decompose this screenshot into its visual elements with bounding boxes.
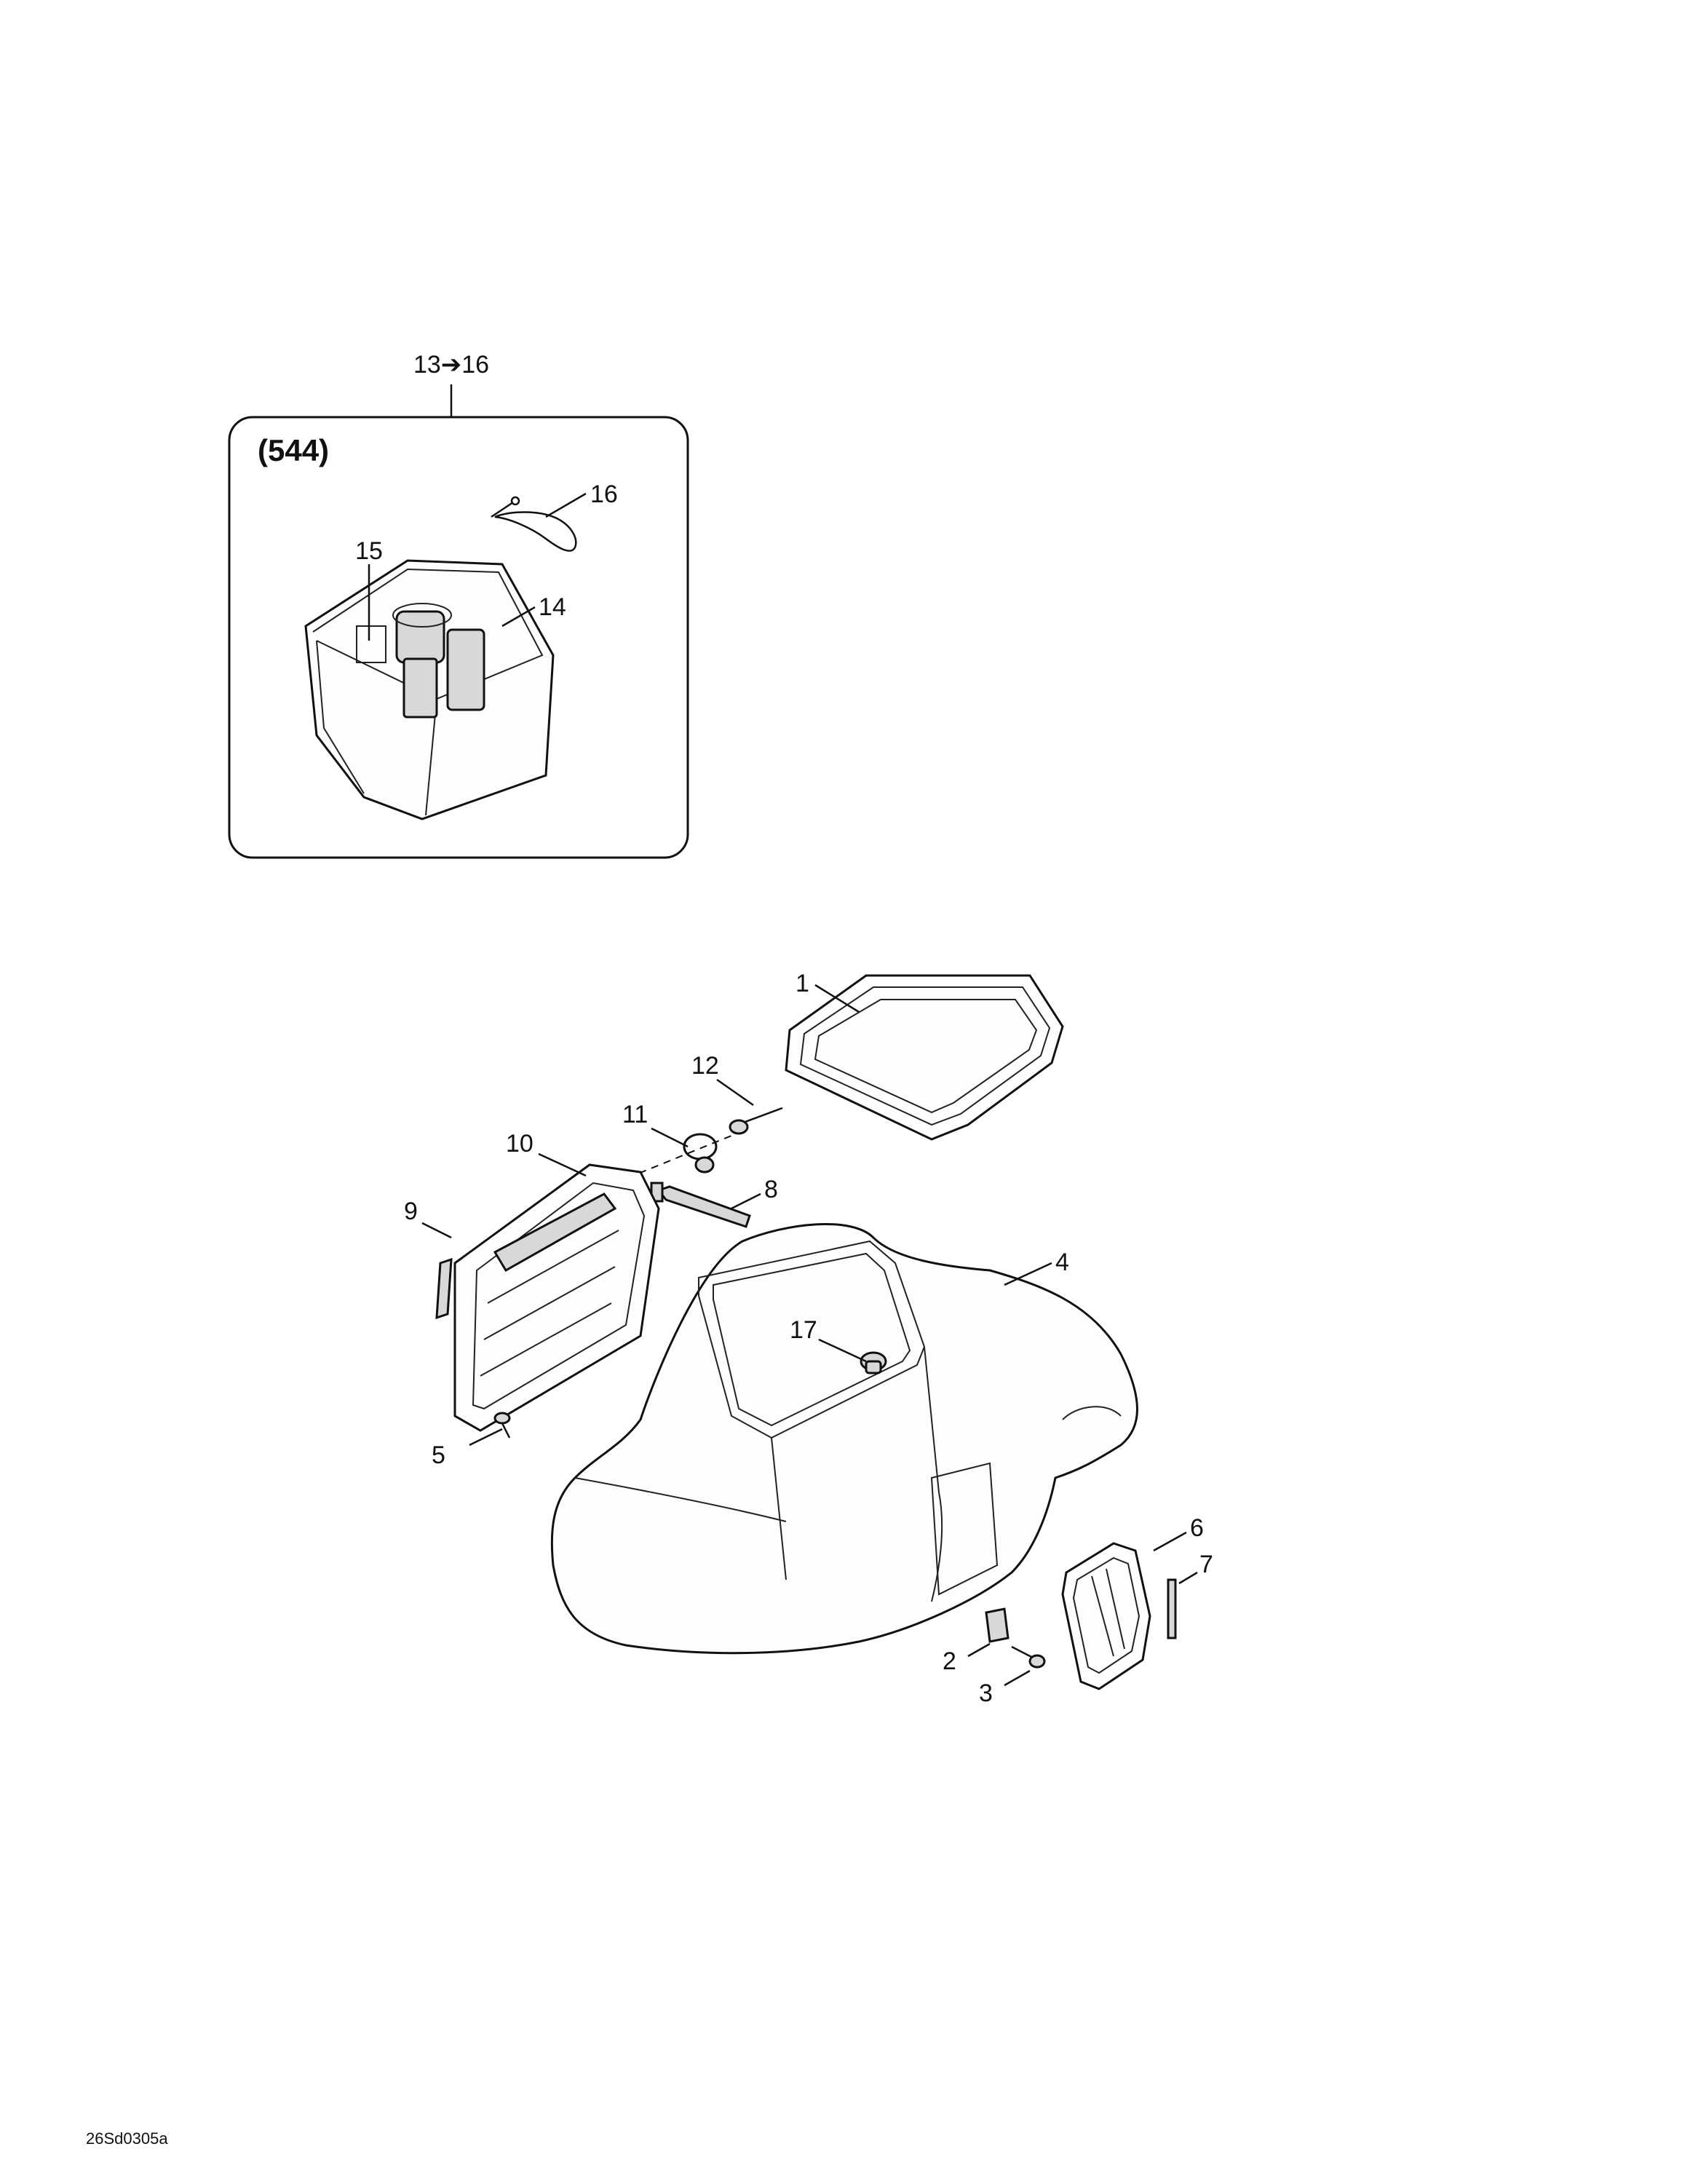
- part-15-label: [356, 625, 386, 663]
- callout-10: 8: [764, 1176, 778, 1203]
- part-9-strip: [435, 1257, 453, 1320]
- callout-3: 3: [979, 1679, 993, 1707]
- part-14-tray: [304, 559, 555, 820]
- inset-ref-code: (544): [258, 433, 329, 467]
- part-5-body: [550, 1223, 1138, 1655]
- inset-frame: [228, 416, 689, 859]
- callout-9: 9: [404, 1198, 418, 1225]
- leader-17: [469, 1428, 503, 1447]
- callout-2: 2: [943, 1647, 956, 1675]
- inset-group-label: 13➔16: [413, 351, 489, 379]
- main-assembly: 1 12 11 8: [404, 970, 1213, 1707]
- callout-5: 4: [1055, 1249, 1069, 1276]
- callout-15: 15: [355, 537, 383, 565]
- part-8-lid: [453, 1163, 660, 1432]
- callout-6: 6: [1190, 1514, 1204, 1542]
- inset-kit: 13➔16 (544) 16 14 15: [228, 351, 689, 859]
- drawing-code: 26Sd0305a: [86, 2129, 168, 2148]
- leader-10: [731, 1192, 761, 1210]
- callout-1: 1: [796, 970, 809, 997]
- callout-4: 17: [790, 1316, 817, 1344]
- part-7-strip: [1167, 1578, 1177, 1639]
- leader-9: [421, 1222, 452, 1239]
- part-10-strap: [650, 1182, 751, 1228]
- leader-14: [501, 606, 536, 628]
- callout-14: 14: [539, 593, 566, 621]
- leader-11: [651, 1127, 689, 1148]
- leader-12: [716, 1078, 754, 1107]
- part-4-plug: [860, 1351, 887, 1374]
- callout-12: 12: [691, 1052, 719, 1080]
- part-6-vent: [1061, 1542, 1151, 1690]
- part-2-clip: [985, 1607, 1009, 1643]
- leader-7: [1178, 1571, 1198, 1585]
- callout-8: 10: [506, 1130, 533, 1158]
- part-3-screw: [1011, 1645, 1046, 1669]
- callout-17: 5: [432, 1441, 445, 1469]
- leader-1: [814, 984, 860, 1013]
- leader-6: [1153, 1531, 1187, 1552]
- callout-7: 7: [1199, 1551, 1213, 1578]
- leader-4: [818, 1338, 867, 1363]
- part-17-screw: [493, 1412, 511, 1439]
- part-16-cable: [491, 496, 577, 552]
- leader-5: [1004, 1262, 1052, 1286]
- leader-3: [1004, 1669, 1031, 1687]
- leader-2: [967, 1642, 991, 1658]
- leader-16: [545, 492, 587, 518]
- part-12-pin: [729, 1107, 783, 1135]
- part-1-seal: [785, 974, 1064, 1141]
- part-11-bracket: [683, 1133, 718, 1174]
- callout-16: 16: [590, 480, 618, 508]
- leader-8: [538, 1152, 587, 1177]
- callout-11: 11: [622, 1101, 648, 1128]
